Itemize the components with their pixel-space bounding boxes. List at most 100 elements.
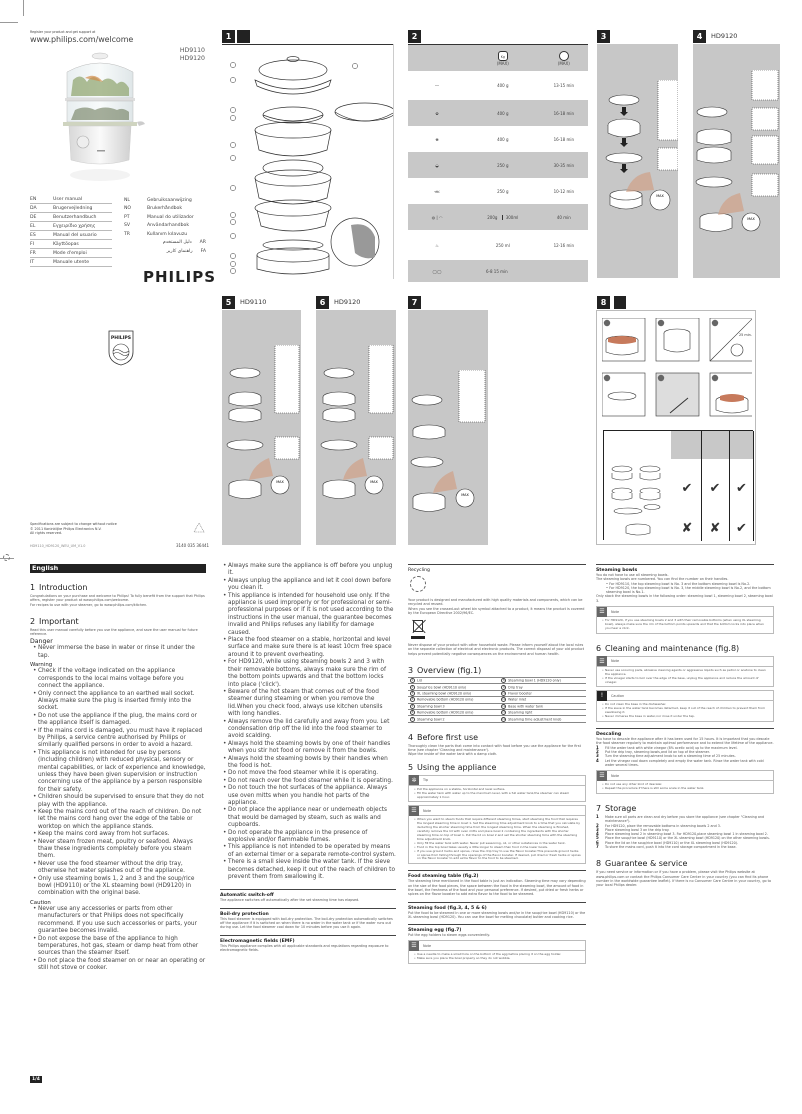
fig-model: HD9120 — [334, 298, 361, 306]
svg-text:PHILIPS: PHILIPS — [111, 335, 131, 341]
table-header-row: Kg(MAX) (MAX) — [408, 45, 588, 71]
clock-icon — [558, 50, 569, 61]
note-box: ☰Note When you want to steam foods that … — [408, 805, 586, 865]
fig-number: 4 — [693, 30, 706, 43]
barcode-number: 3140 035 36441 — [176, 543, 210, 548]
table-row: ◯◯6-8 15 min — [408, 260, 588, 282]
note-box: ☰Note Use a needle to make a small hole … — [408, 940, 586, 965]
register-url[interactable]: www.philips.com/welcome — [30, 35, 134, 44]
cauliflower-icon: ❀ — [435, 136, 439, 142]
warning-list-continued: Always make sure the appliance is off be… — [220, 563, 396, 881]
dishwasher-safe-table: ✔ ✔ ✔ ✘ ✘ ✔ — [603, 430, 754, 541]
caution-box: !Caution Do not clean the base in the di… — [596, 690, 774, 723]
crop-mark — [0, 22, 18, 23]
fig-rule — [222, 44, 394, 45]
svg-text:MAX: MAX — [461, 493, 469, 497]
subheading: Caution — [30, 899, 51, 906]
note-icon: ☰ — [597, 606, 607, 617]
column-3: Recycling Your product is designed and m… — [408, 564, 586, 965]
subheading: Recycling — [408, 564, 586, 573]
cover-models: HD9110 HD9120 — [179, 47, 205, 62]
page-number: 1/4 — [30, 1076, 42, 1083]
subheading: Descaling — [596, 728, 774, 737]
svg-text:MAX: MAX — [370, 480, 378, 484]
subheading: Automatic switch-off — [220, 889, 396, 898]
philips-shield-icon: PHILIPS — [108, 330, 134, 366]
subheading: Steaming egg (fig.7) — [408, 924, 586, 933]
subheading: Steaming bowls — [596, 564, 774, 573]
subheading: Electromagnetic fields (EMF) — [220, 934, 396, 944]
check-icon: ✔ — [709, 481, 721, 496]
eggs-icon: ◯◯ — [432, 268, 442, 274]
check-icon: ✔ — [736, 481, 747, 496]
time-header: (MAX) — [540, 45, 588, 71]
fish-icon: ⋘ — [434, 188, 440, 194]
cross-icon: ✘ — [681, 521, 693, 536]
dishwasher-icon — [701, 431, 729, 459]
fig-model: HD9120 — [711, 32, 738, 40]
steamer-product-image — [63, 52, 145, 181]
cross-icon: ✘ — [709, 521, 721, 536]
register-line: Register your product and get support at — [30, 30, 96, 34]
fig8-cleaning-steps: 25 min. — [602, 318, 752, 417]
philips-logo: PHILIPS — [143, 268, 217, 286]
fig3-steps-diagram: MAX — [605, 80, 678, 211]
fig-number: 6 — [316, 296, 329, 309]
danger-list: Never immerse the base in water or rinse… — [30, 645, 206, 660]
fig-number: 1 — [222, 30, 235, 43]
column-4: Steaming bowls You do not have to use al… — [596, 564, 774, 888]
note-icon: ☰ — [409, 940, 419, 951]
subheading: Boil-dry protection — [220, 907, 396, 917]
warning-list: Check if the voltage indicated on the ap… — [30, 668, 206, 898]
tap-icon — [614, 296, 626, 309]
svg-text:25 min.: 25 min. — [739, 333, 752, 337]
recycle-icon — [410, 576, 426, 592]
fig5-steps-diagram: MAX — [226, 345, 300, 499]
svg-text:MAX: MAX — [747, 217, 755, 221]
crop-mark — [23, 0, 24, 16]
language-bar: English — [30, 564, 206, 573]
fig-number: 5 — [222, 296, 235, 309]
fig4-steps-diagram: MAX — [695, 70, 779, 232]
recycle-icon — [193, 522, 205, 533]
rice-icon: ◍ | ◠ — [431, 214, 443, 220]
asparagus-icon: 〰 — [435, 82, 439, 88]
check-icon: ✔ — [681, 481, 693, 496]
broccoli-icon: ✿ — [435, 110, 439, 116]
note-box: ☰Note Never use scouring pads, abrasive … — [596, 655, 774, 688]
svg-text:MAX: MAX — [276, 480, 284, 484]
fig-number: 7 — [408, 296, 421, 309]
subheading: Danger — [30, 638, 53, 646]
fig-number: 3 — [597, 30, 610, 43]
